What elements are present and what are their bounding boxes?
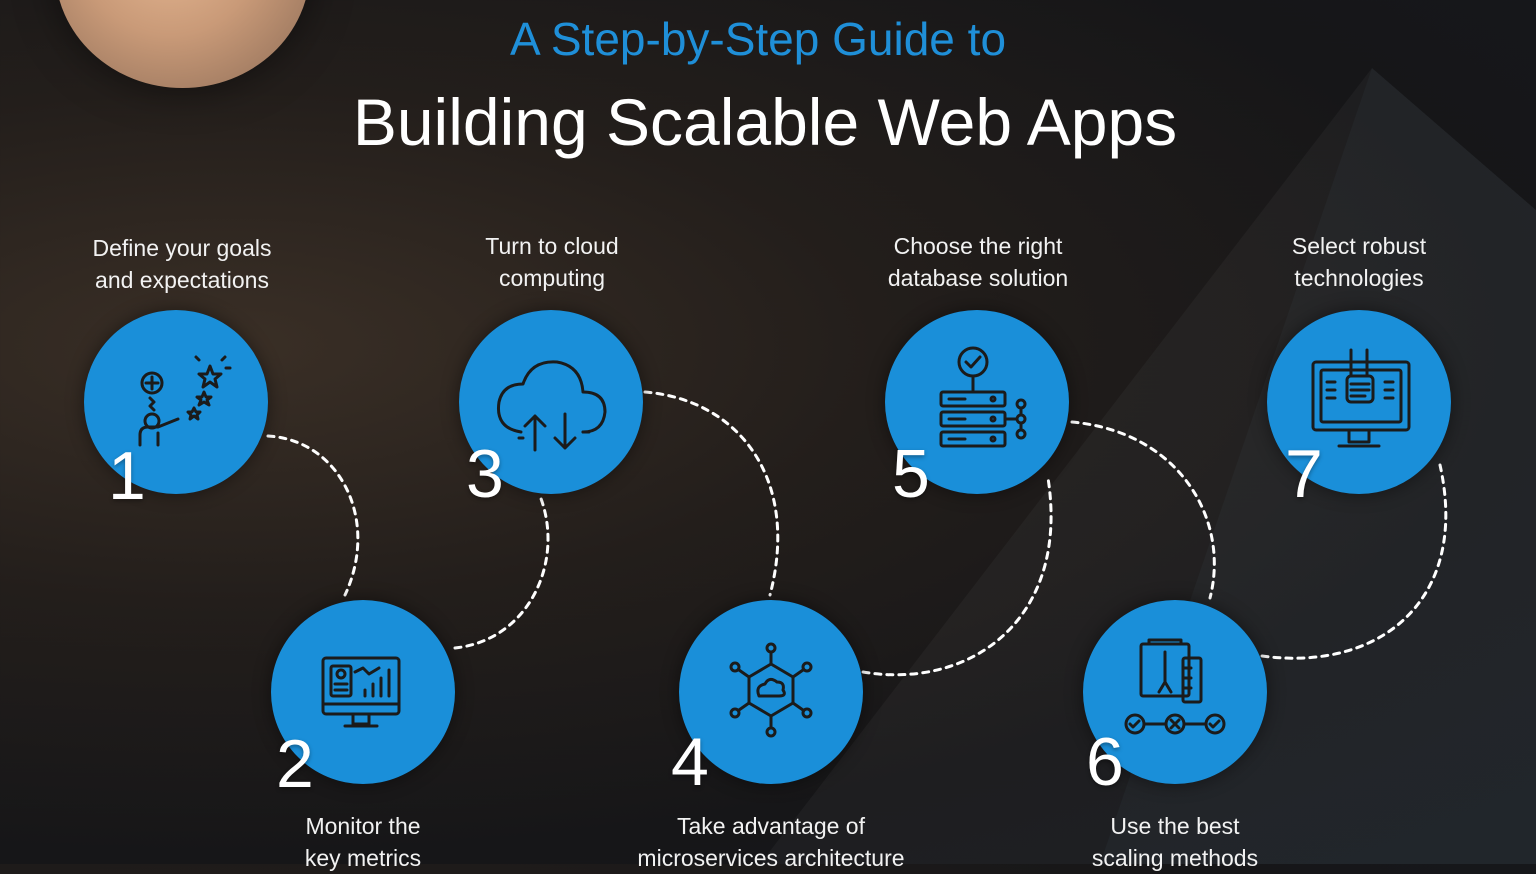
title-heading: Building Scalable Web Apps [352,85,1178,159]
cloud-sync-icon [496,360,607,452]
scaling-tools-icon [1124,638,1226,735]
connector-4-5 [861,476,1053,677]
step-2-number: 2 [276,726,314,802]
step-6-circle [1083,600,1267,784]
step-4-number: 4 [671,724,709,800]
step-6-label: Use the best scaling methods [1091,813,1259,871]
step-5-number: 5 [892,436,930,512]
title-subheading: A Step-by-Step Guide to [509,13,1007,65]
database-server-icon [939,346,1027,448]
connector-1-2 [266,434,360,597]
step-5-label: Choose the right database solution [887,233,1069,291]
step-4-circle [679,600,863,784]
step-4-label: Take advantage of microservices architec… [637,813,905,871]
connector-6-7 [1260,463,1448,660]
connector-5-6 [1070,420,1216,600]
step-3-number: 3 [466,436,504,512]
step-1-label: Define your goals and expectations [92,235,272,293]
goal-stars-icon [138,355,232,447]
step-5-circle [885,310,1069,494]
microservices-network-icon [729,642,813,738]
step-7-number: 7 [1285,436,1323,512]
step-1-number: 1 [108,438,146,514]
step-6-number: 6 [1086,724,1124,800]
step-2-label: Monitor the key metrics [304,813,422,871]
step-3-label: Turn to cloud computing [485,233,619,291]
robust-tech-icon [1311,348,1411,448]
step-7-label: Select robust technologies [1291,233,1427,291]
step-1-circle [84,310,268,494]
connector-3-4 [643,390,780,597]
monitor-metrics-icon [321,656,401,728]
connector-2-3 [453,494,550,650]
step-3-circle [459,310,643,494]
step-7-circle [1267,310,1451,494]
step-2-circle [271,600,455,784]
